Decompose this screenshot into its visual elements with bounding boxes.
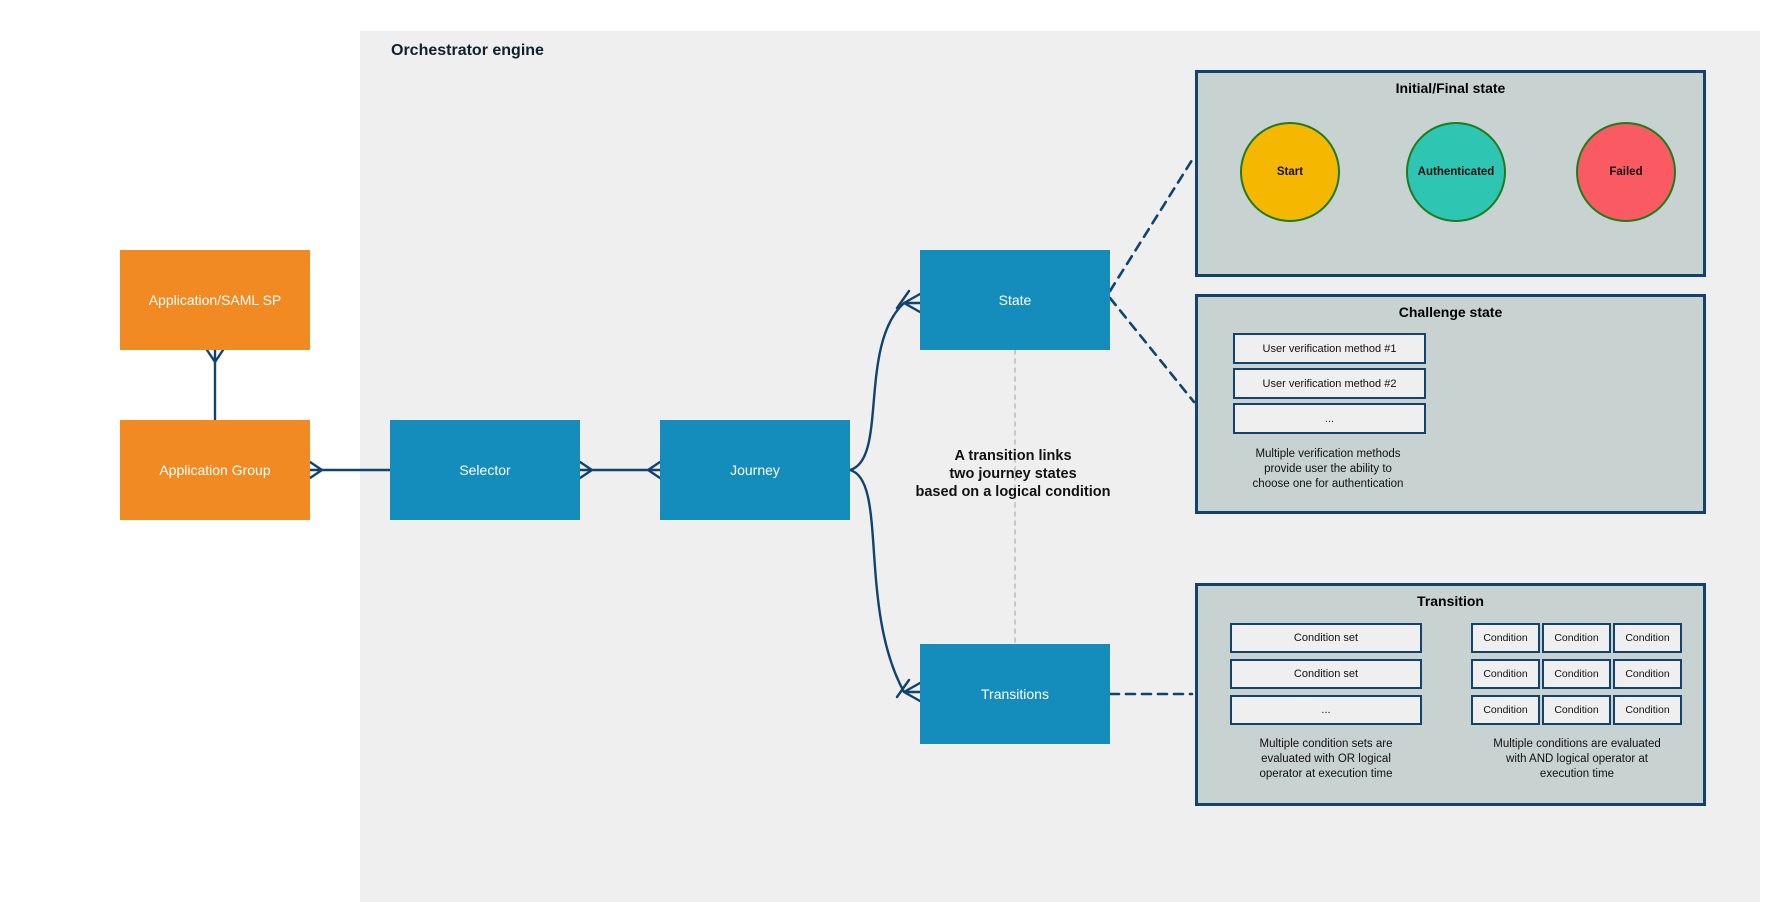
node-transitions: Transitions	[920, 644, 1110, 744]
transition-annotation: A transition links two journey states ba…	[915, 448, 1111, 500]
panel-title: Initial/Final state	[1395, 80, 1506, 96]
verification-method-box: ...	[1233, 403, 1426, 434]
state-circle-failed: Failed	[1576, 122, 1676, 222]
state-circle-label: Failed	[1609, 166, 1643, 178]
state-circle-label: Start	[1276, 166, 1304, 178]
node-label: Selector	[459, 462, 511, 478]
node-label: State	[998, 292, 1032, 308]
challenge-note: Multiple verification methods provide us…	[1252, 448, 1404, 490]
condition-cell: Condition	[1613, 695, 1682, 725]
panel-title: Transition	[1417, 593, 1484, 609]
panel-initial-final-state: Initial/Final state Start Authenticated …	[1195, 70, 1706, 277]
panel-transition: Transition Condition set Condition set .…	[1195, 583, 1706, 806]
node-application-group: Application Group	[120, 420, 310, 520]
condition-row: Condition Condition Condition	[1471, 623, 1682, 653]
condition-cell: Condition	[1471, 659, 1540, 689]
panel-title: Challenge state	[1398, 304, 1503, 320]
condition-row: Condition Condition Condition	[1471, 695, 1682, 725]
condition-cell: Condition	[1542, 695, 1611, 725]
condition-set-box: Condition set	[1230, 623, 1422, 653]
condition-cell: Condition	[1471, 695, 1540, 725]
condition-set-box: ...	[1230, 695, 1422, 725]
node-selector: Selector	[390, 420, 580, 520]
node-journey: Journey	[660, 420, 850, 520]
engine-title: Orchestrator engine	[391, 42, 544, 59]
condition-set-box: Condition set	[1230, 659, 1422, 689]
or-operator-note: Multiple condition sets are evaluated wi…	[1259, 738, 1393, 780]
state-circle-authenticated: Authenticated	[1406, 122, 1506, 222]
node-label: Application Group	[159, 462, 271, 478]
condition-cell: Condition	[1613, 659, 1682, 689]
condition-cell: Condition	[1471, 623, 1540, 653]
node-label: Transitions	[981, 686, 1049, 702]
condition-row: Condition Condition Condition	[1471, 659, 1682, 689]
state-circle-start: Start	[1240, 122, 1340, 222]
condition-cell: Condition	[1542, 623, 1611, 653]
condition-cell: Condition	[1542, 659, 1611, 689]
verification-method-box: User verification method #1	[1233, 333, 1426, 364]
verification-method-box: User verification method #2	[1233, 368, 1426, 399]
node-state: State	[920, 250, 1110, 350]
state-circle-label: Authenticated	[1417, 166, 1495, 178]
edge-appsaml-appgroup	[205, 348, 225, 422]
panel-challenge-state: Challenge state User verification method…	[1195, 294, 1706, 514]
condition-cell: Condition	[1613, 623, 1682, 653]
node-label: Application/SAML SP	[148, 292, 282, 308]
node-label: Journey	[730, 462, 780, 478]
node-application-saml-sp: Application/SAML SP	[120, 250, 310, 350]
and-operator-note: Multiple conditions are evaluated with A…	[1493, 738, 1661, 780]
